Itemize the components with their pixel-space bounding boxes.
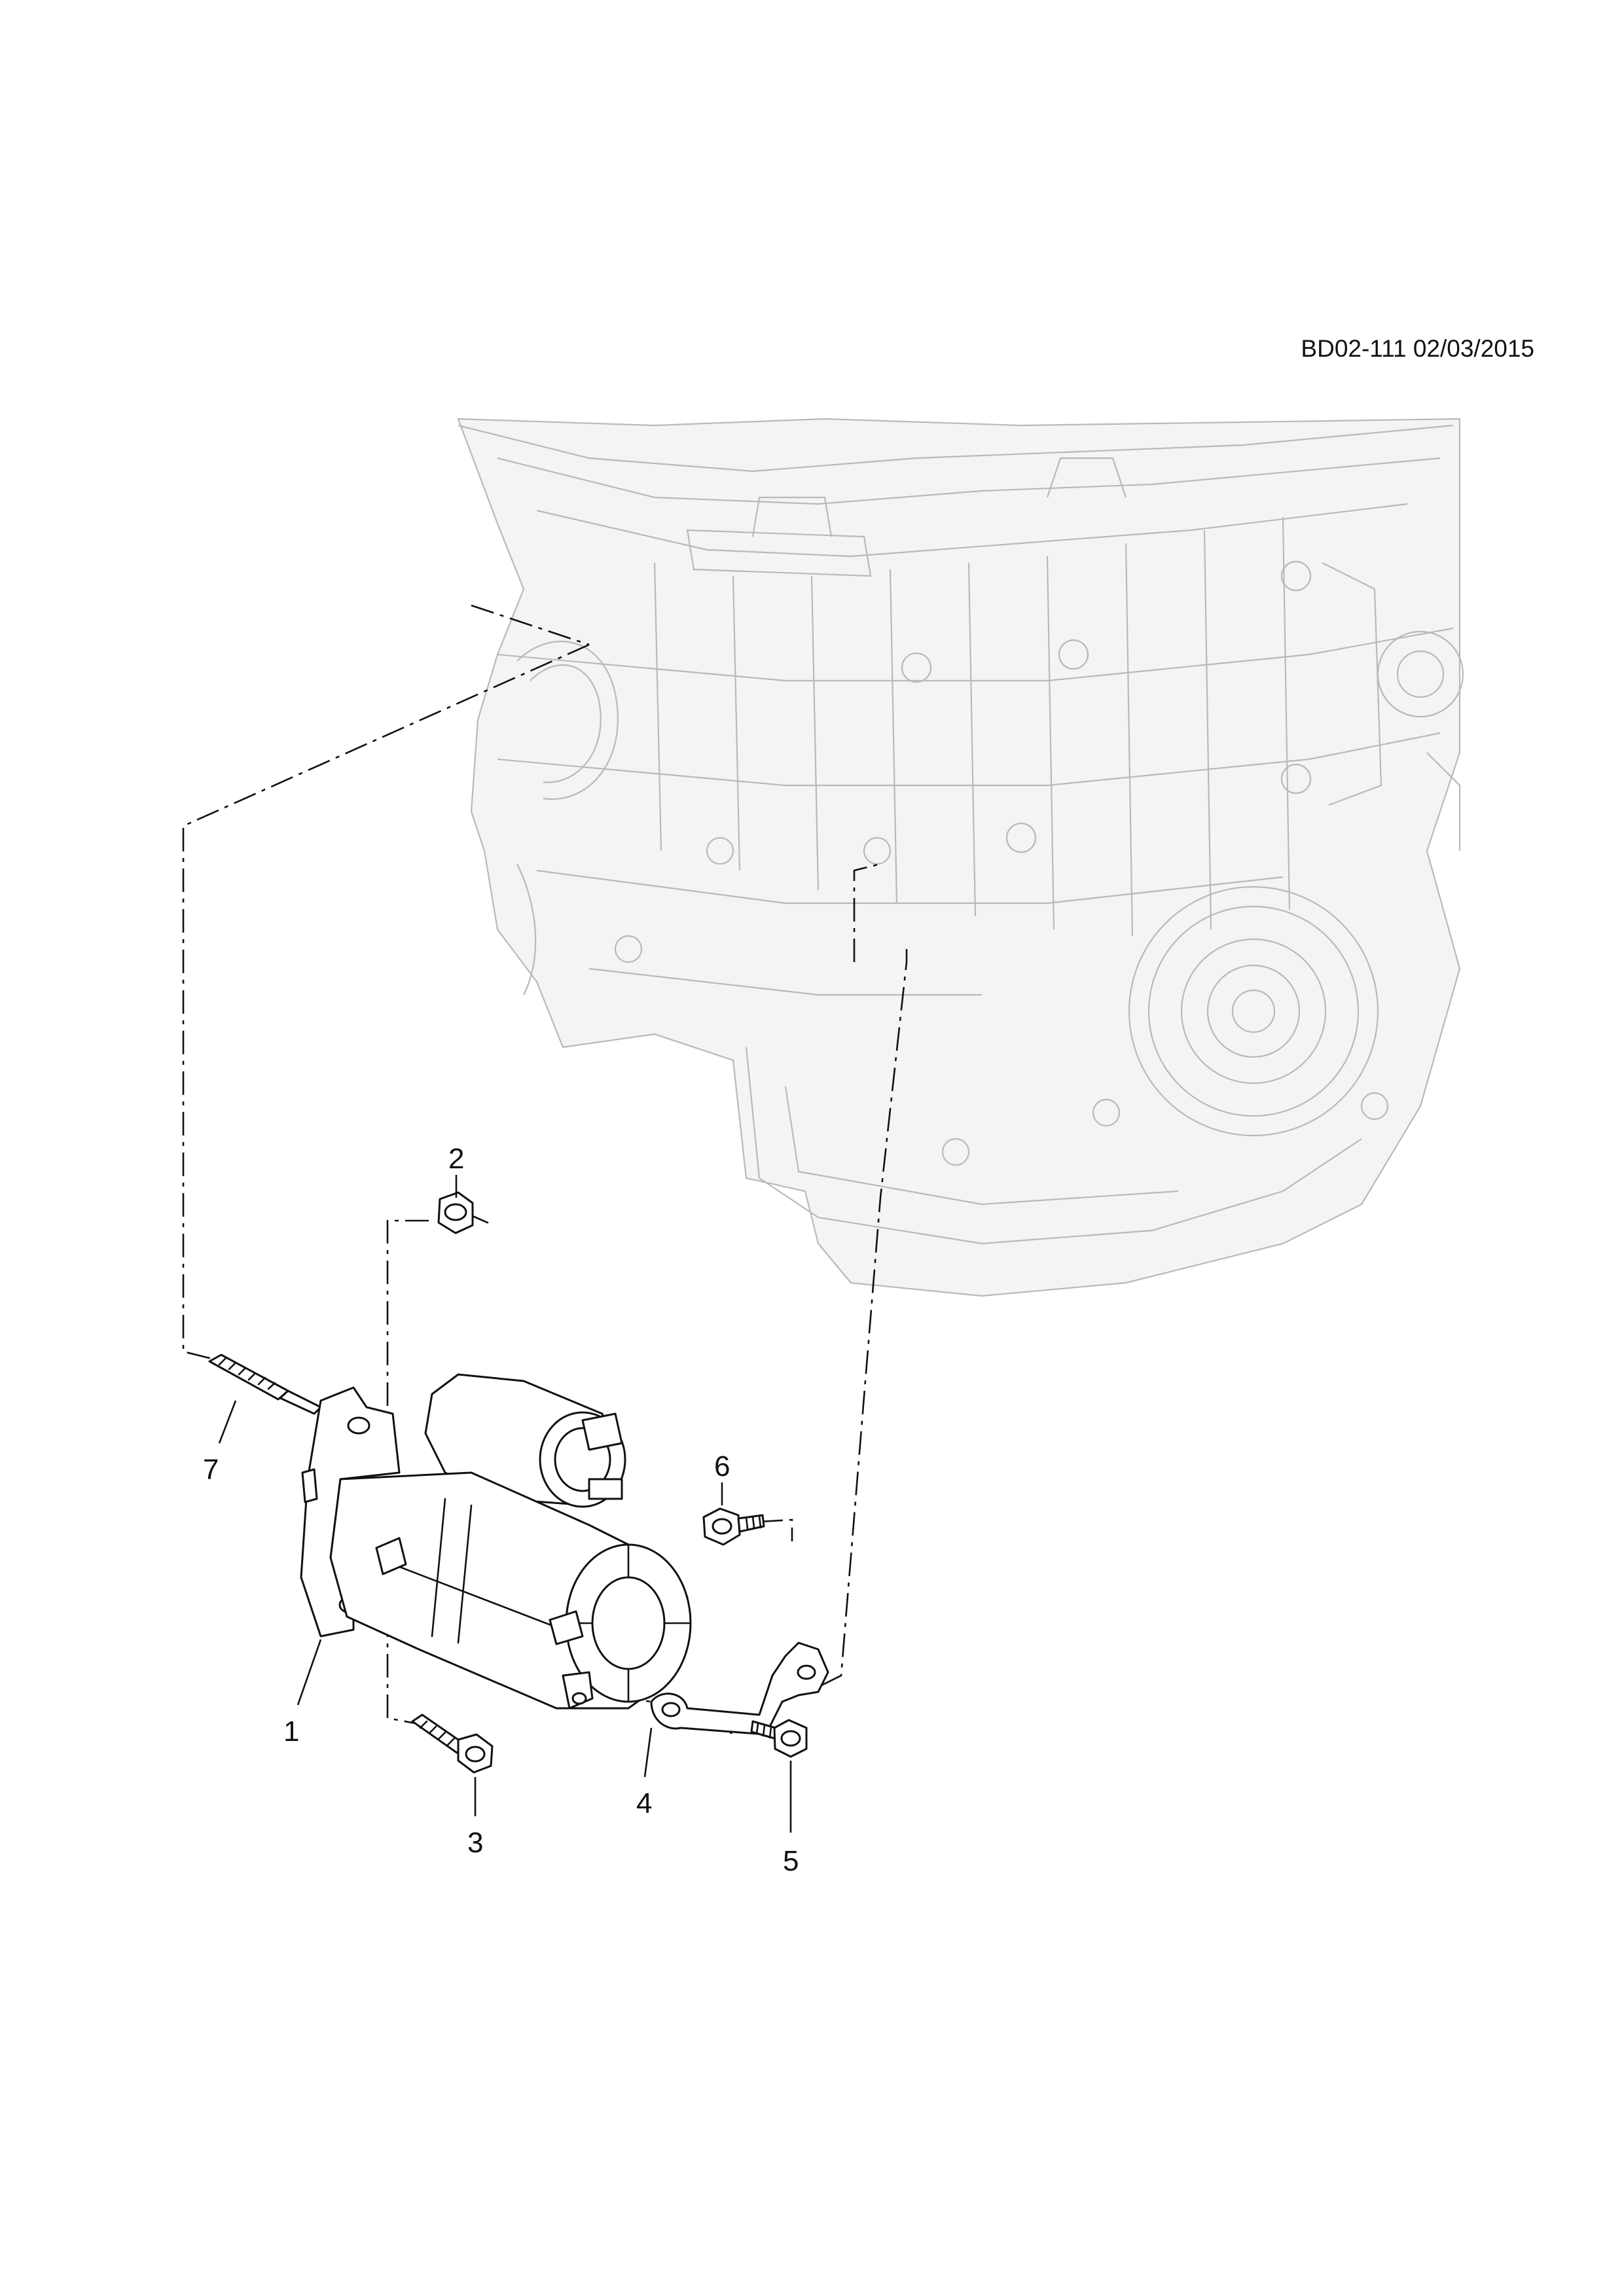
engine-block-illustration [457, 418, 1464, 1297]
part-3-flange-bolt [411, 1713, 494, 1774]
part-7-stud [208, 1354, 322, 1415]
drawing-reference-label: BD02-111 02/03/2015 [1301, 335, 1534, 362]
assembly-guide-lines [182, 604, 908, 1734]
part-4-bracket [650, 1641, 829, 1736]
part-6-flange-bolt [702, 1507, 765, 1546]
callout-7: 7 [203, 1454, 219, 1486]
callout-leaders [218, 1175, 792, 1833]
callout-6: 6 [714, 1450, 730, 1482]
part-1-starter-motor [300, 1373, 692, 1710]
callout-5: 5 [783, 1845, 799, 1877]
part-5-flange-bolt [750, 1719, 808, 1758]
callout-4: 4 [636, 1787, 652, 1820]
callout-3: 3 [467, 1827, 483, 1859]
callout-1: 1 [283, 1715, 299, 1748]
part-2-flange-nut [437, 1191, 489, 1234]
callout-2: 2 [448, 1143, 464, 1175]
callout-labels: 2 1 3 4 5 6 7 [203, 1143, 799, 1877]
